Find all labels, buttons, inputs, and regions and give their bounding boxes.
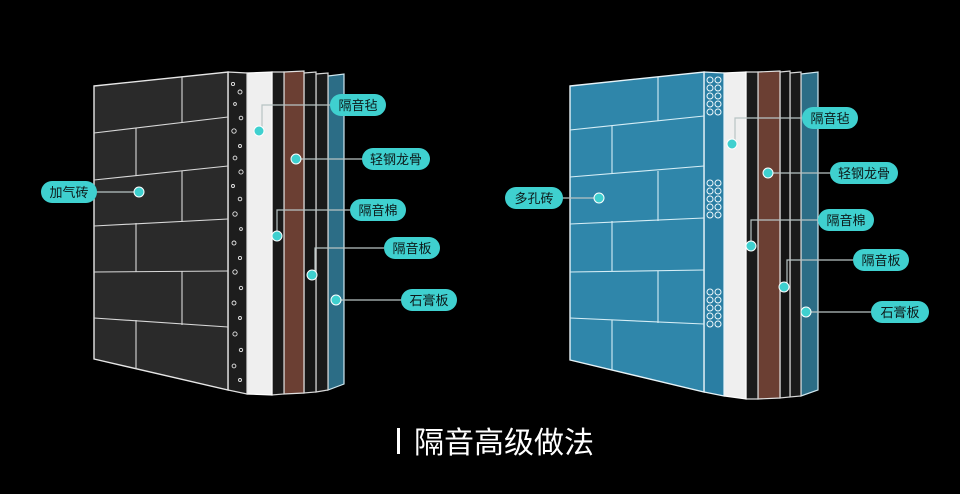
left-wall [93,70,345,396]
right-label-steel-keel: 轻钢龙骨 [838,167,890,182]
right-label-board-box [853,249,909,271]
right-label-gypsum: 石膏板 [880,305,919,321]
right-label-felt: 隔音毡 [810,111,849,127]
left-label-board-box [384,237,440,259]
right-dot-steel-keel [762,167,774,179]
right-steel-keel [779,70,791,399]
left-stud-layer [283,70,305,395]
left-label-main: 加气砖 [49,185,88,201]
left-label-felt: 隔音毡 [338,98,377,114]
right-dot-gypsum [800,306,812,318]
left-label-felt-box [330,94,386,116]
right-label-board: 隔音板 [861,253,900,269]
right-dot-board [778,281,790,293]
right-callout-dots [593,138,812,318]
right-cotton-layer [745,71,759,400]
right-label-cotton: 隔音棉 [826,213,865,229]
left-felt-board [246,71,273,396]
left-label-cotton: 隔音棉 [358,203,397,219]
left-gypsum-board [327,73,345,391]
left-label-gypsum-box [401,289,457,311]
right-wall [569,70,819,400]
left-callout-labels: 加气砖 隔音毡 轻钢龙骨 隔音棉 隔音板 石膏板 [41,94,457,311]
left-dot-steel-keel [290,153,302,165]
right-brick-side [703,71,725,397]
left-brick-side [227,71,248,395]
right-dot-main [593,192,605,204]
left-brick-face [93,71,229,391]
left-sound-board [315,72,329,393]
right-sound-board [789,71,802,398]
caption-bar [397,428,400,454]
left-aerated-pores [230,81,244,382]
right-brick-mortar [569,77,705,370]
left-dot-main [133,186,145,198]
left-dot-gypsum [330,294,342,306]
left-dot-board [306,269,318,281]
right-brick-face [569,71,705,393]
right-callout-labels: 多孔砖 隔音毡 轻钢龙骨 隔音棉 隔音板 石膏板 [505,107,929,323]
left-callout-dots [133,125,342,306]
left-label-main-box [41,181,97,203]
left-steel-keel [303,71,317,394]
caption: 隔音高级做法 [397,426,594,461]
left-label-steel-keel: 轻钢龙骨 [370,153,422,168]
right-label-steel-keel-box [830,162,898,184]
right-label-gypsum-box [871,301,929,323]
right-label-main-box [505,187,563,209]
left-label-steel-keel-box [362,148,430,170]
caption-text: 隔音高级做法 [414,426,594,461]
right-stud-layer [757,70,781,400]
right-dot-cotton [745,240,757,252]
left-brick-mortar [93,77,229,369]
right-label-main: 多孔砖 [514,191,553,207]
right-dot-felt [726,138,738,150]
left-dot-felt [253,125,265,137]
right-porous-holes [706,76,722,328]
left-label-gypsum: 石膏板 [409,293,448,309]
left-label-cotton-box [350,199,406,221]
left-dot-cotton [271,230,283,242]
right-label-felt-box [802,107,858,129]
left-label-board: 隔音板 [392,241,431,257]
right-label-cotton-box [818,209,874,231]
